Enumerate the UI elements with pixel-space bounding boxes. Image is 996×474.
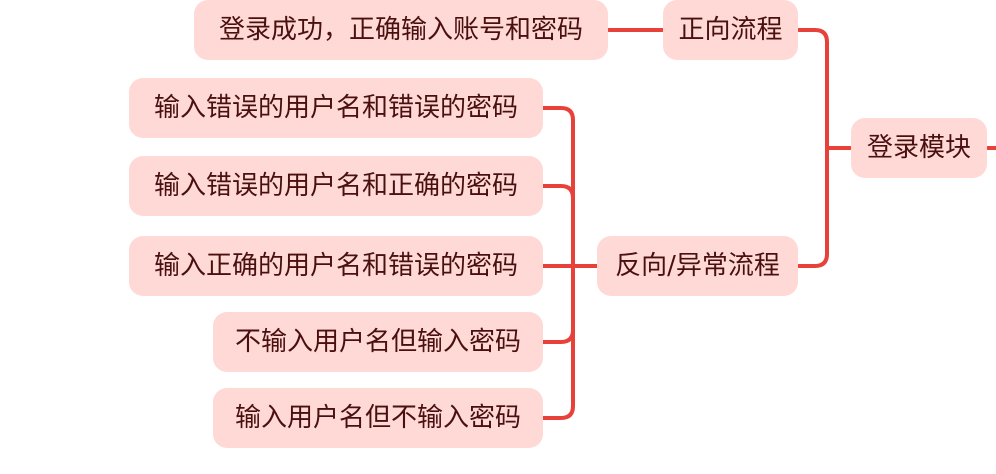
leaf-node-negative-3[interactable]: 输入正确的用户名和错误的密码 [129,236,543,296]
root-node[interactable]: 登录模块 [851,118,987,178]
connector-negative-leaf-2 [541,184,575,200]
leaf-node-negative-2[interactable]: 输入错误的用户名和正确的密码 [129,156,543,216]
connector-root-trunk [797,28,829,268]
leaf-node-negative-1[interactable]: 输入错误的用户名和错误的密码 [129,78,543,138]
leaf-node-negative-4[interactable]: 不输入用户名但输入密码 [213,312,543,372]
leaf-node-negative-5[interactable]: 输入用户名但不输入密码 [213,388,543,448]
branch-node-negative[interactable]: 反向/异常流程 [597,236,798,296]
connector-negative-leaf-4 [541,328,575,344]
connector-negative-bracket [541,106,575,420]
branch-node-positive[interactable]: 正向流程 [663,0,798,60]
leaf-node-positive-1[interactable]: 登录成功，正确输入账号和密码 [194,0,608,60]
